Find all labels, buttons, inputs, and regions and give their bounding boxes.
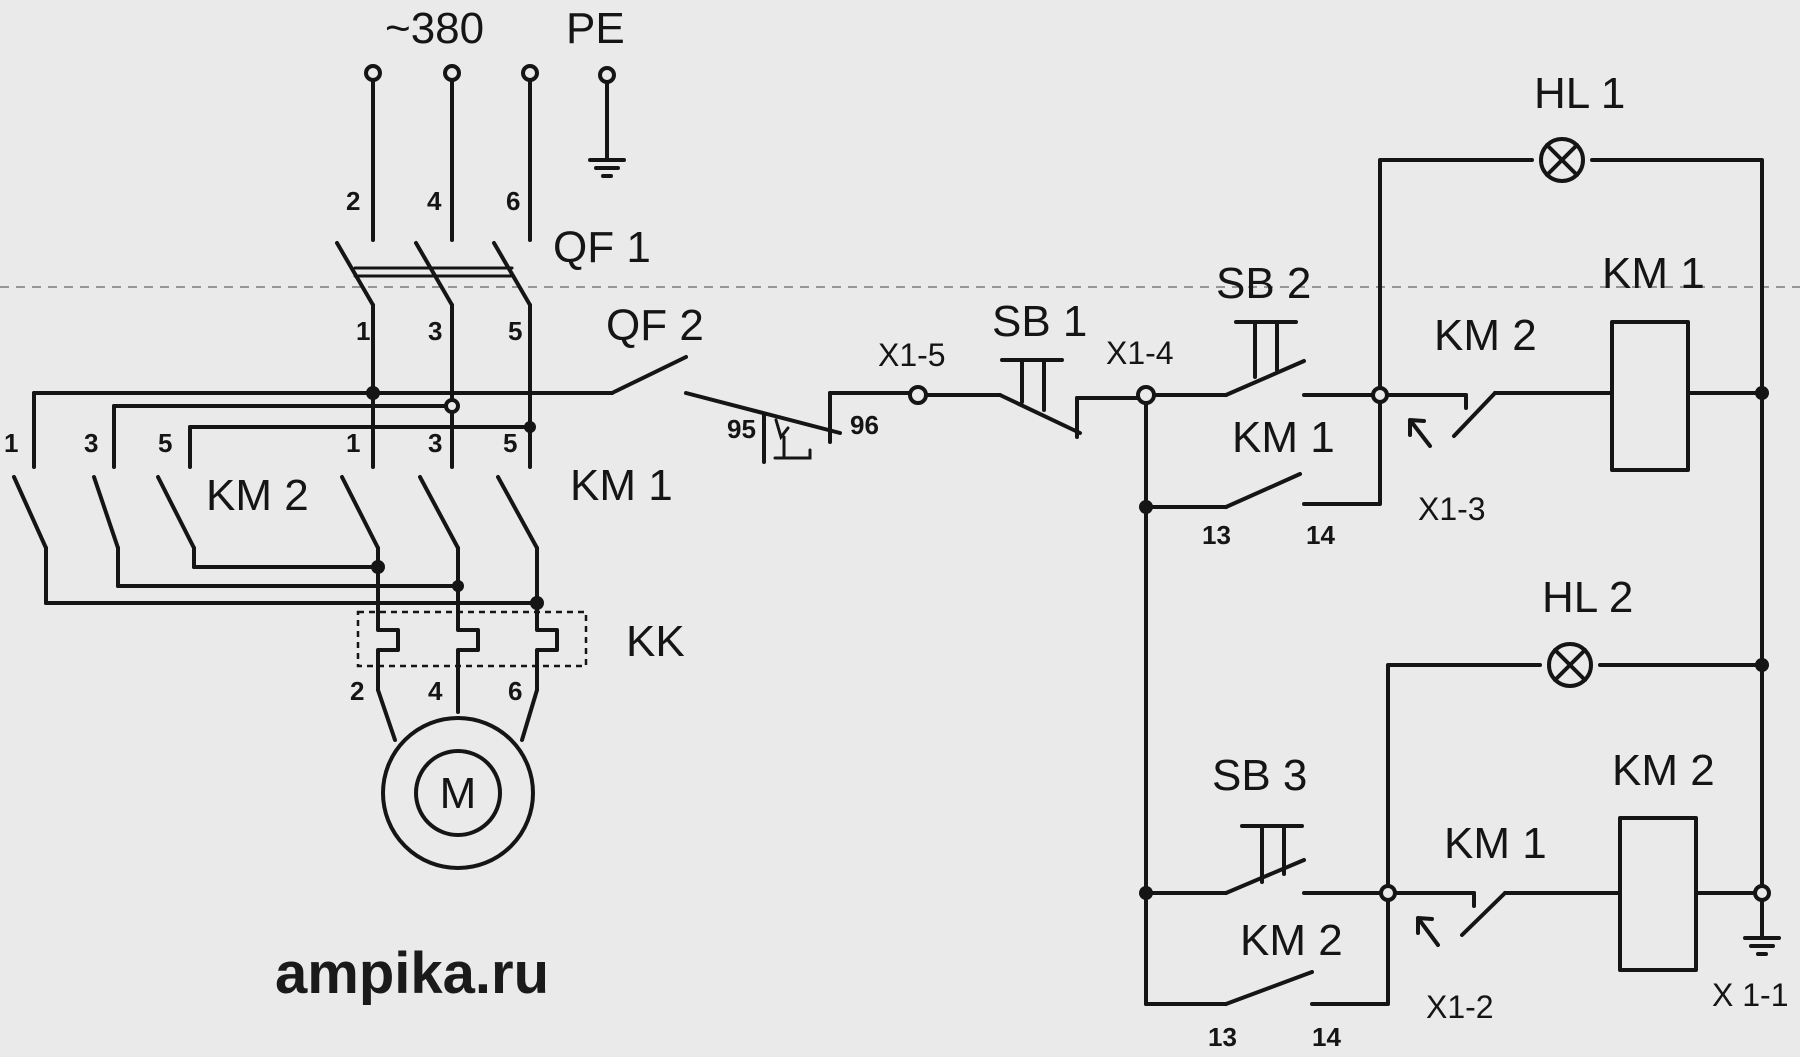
km2-main-label: KM 2 xyxy=(206,471,309,520)
motor-label: M xyxy=(440,769,477,818)
breaker-qf2 xyxy=(528,355,842,435)
breaker-qf1 xyxy=(335,241,532,397)
km2-interlock-label: KM 2 xyxy=(1434,311,1537,360)
terminal-label: 1 xyxy=(4,428,18,458)
terminal-l2 xyxy=(443,64,461,82)
terminal-label: 3 xyxy=(428,428,442,458)
x1-3-label: X1-3 xyxy=(1418,491,1486,527)
terminal-label: 95 xyxy=(727,414,756,444)
connector-x1-5 xyxy=(908,385,928,405)
x1-4-label: X1-4 xyxy=(1106,335,1174,371)
x1-1-label: X 1-1 xyxy=(1712,977,1788,1013)
hl1-loop xyxy=(1378,137,1764,397)
qf2-label: QF 2 xyxy=(606,301,704,350)
terminal-label: 4 xyxy=(428,676,443,706)
kk-label: KK xyxy=(626,617,685,666)
ground-pe-icon xyxy=(588,80,626,178)
hl1-label: HL 1 xyxy=(1534,69,1625,118)
motor-outer-icon xyxy=(381,716,535,870)
terminal-l3 xyxy=(521,64,539,82)
terminal-label: 2 xyxy=(346,186,360,216)
power-bus xyxy=(32,386,614,469)
terminal-label: 1 xyxy=(356,316,370,346)
contactor-km1-main xyxy=(340,475,544,622)
connector-x1-4 xyxy=(1136,385,1156,405)
connector-x1-1 xyxy=(1753,884,1771,902)
pe-label: PE xyxy=(566,4,625,53)
supply-terminals xyxy=(364,64,626,242)
reverse-branch xyxy=(1139,505,1397,1006)
sb1-stop-button xyxy=(924,358,1147,439)
km1-hold-label: KM 1 xyxy=(1232,413,1335,462)
terminal-label: 1 xyxy=(346,428,360,458)
terminal-label: 96 xyxy=(850,410,879,440)
km1-coil-branch xyxy=(1386,320,1769,472)
hl1-lamp-icon xyxy=(1539,137,1585,183)
x1-2-label: X1-2 xyxy=(1426,989,1494,1025)
terminal-label: 2 xyxy=(350,676,364,706)
km2-coil xyxy=(1618,816,1698,972)
terminal-label: 6 xyxy=(506,186,520,216)
terminal-label: 5 xyxy=(503,428,517,458)
sb1-label: SB 1 xyxy=(992,297,1087,346)
supply-voltage-label: ~380 xyxy=(385,4,484,53)
terminal-label: 3 xyxy=(84,428,98,458)
thermal-relay-kk xyxy=(356,610,588,692)
site-watermark: ampika.ru xyxy=(275,941,549,1006)
km1-interlock-label: KM 1 xyxy=(1444,819,1547,868)
terminal-label: 5 xyxy=(158,428,172,458)
sb2-label: SB 2 xyxy=(1216,259,1311,308)
terminal-l1 xyxy=(364,64,382,82)
km1-coil xyxy=(1610,320,1690,472)
terminal-label: 14 xyxy=(1306,520,1335,550)
sb3-label: SB 3 xyxy=(1212,751,1307,800)
km1-coil-label: KM 1 xyxy=(1602,249,1705,298)
terminal-label: 5 xyxy=(508,316,522,346)
km2-coil-branch xyxy=(1394,816,1757,972)
terminal-label: 4 xyxy=(427,186,442,216)
terminal-pe xyxy=(598,66,616,84)
motor-inner-icon xyxy=(414,749,502,837)
terminal-label: 14 xyxy=(1312,1022,1341,1052)
terminal-label: 13 xyxy=(1208,1022,1237,1052)
kk-nc-contact xyxy=(762,391,911,464)
qf1-label: QF 1 xyxy=(553,223,651,272)
ground-n-icon xyxy=(1743,898,1781,956)
terminal-label: 13 xyxy=(1202,520,1231,550)
km1-main-label: KM 1 xyxy=(570,461,673,510)
hl2-loop xyxy=(1386,642,1764,888)
motor xyxy=(376,688,539,870)
hl2-label: HL 2 xyxy=(1542,573,1633,622)
km2-coil-label: KM 2 xyxy=(1612,746,1715,795)
hl2-lamp-icon xyxy=(1547,642,1593,688)
x1-5-label: X1-5 xyxy=(878,337,946,373)
contactor-km2-main xyxy=(12,475,539,605)
km2-hold-label: KM 2 xyxy=(1240,916,1343,965)
terminal-label: 6 xyxy=(508,676,522,706)
terminal-label: 3 xyxy=(428,316,442,346)
